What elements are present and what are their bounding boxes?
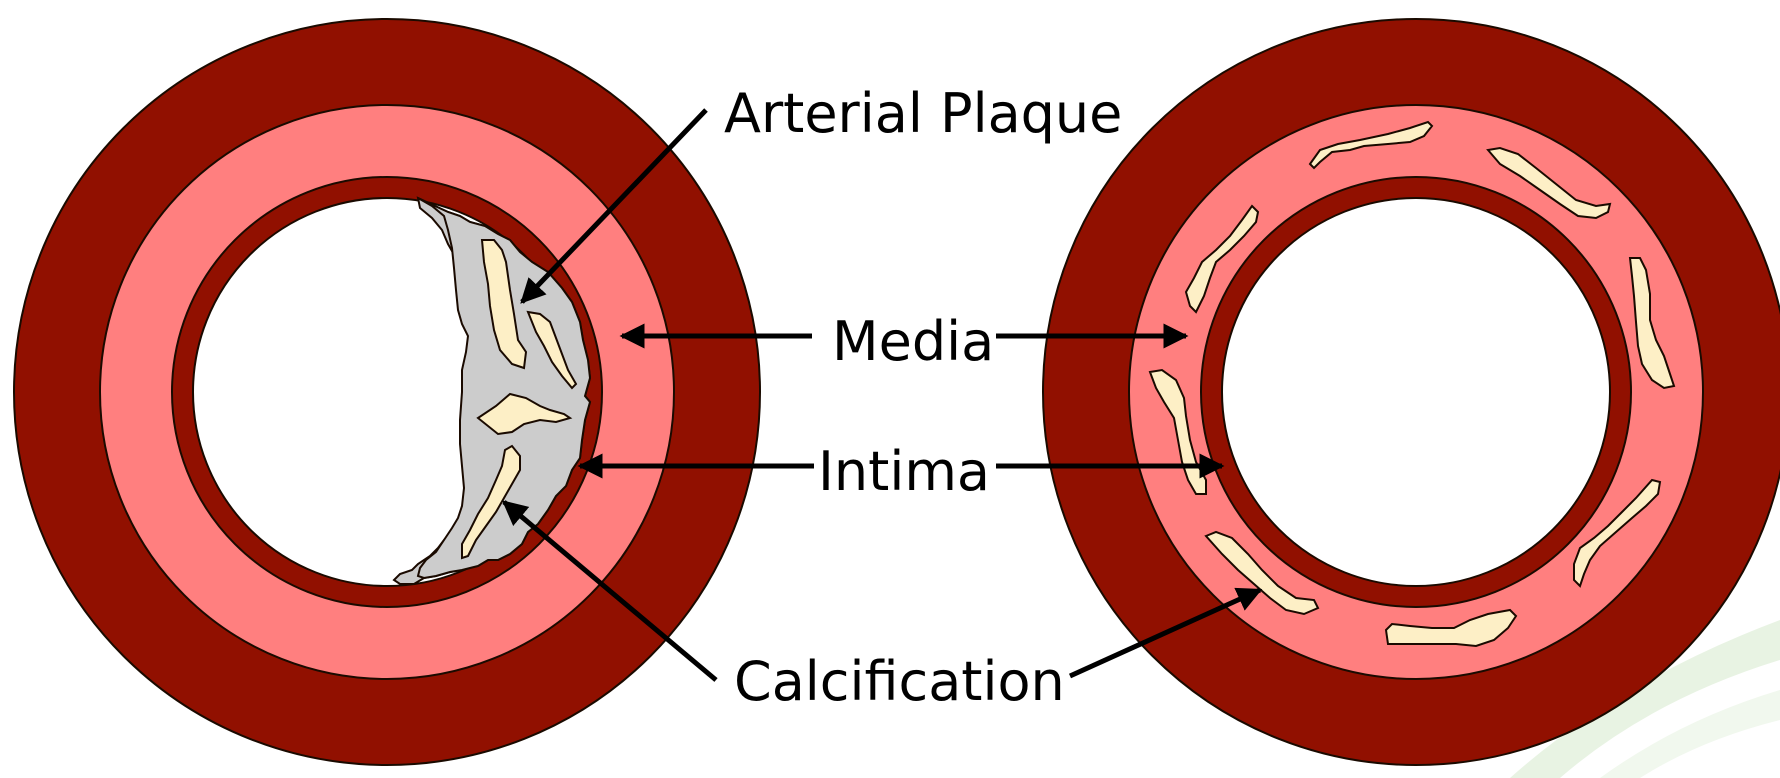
media-label: Media [832, 310, 994, 373]
intima-label: Intima [818, 440, 990, 503]
arterial-plaque-label: Arterial Plaque [724, 82, 1122, 145]
left-artery [14, 19, 760, 765]
calcification-label: Calcification [734, 650, 1065, 713]
right-lumen [1222, 198, 1610, 586]
right-artery [1043, 19, 1780, 765]
